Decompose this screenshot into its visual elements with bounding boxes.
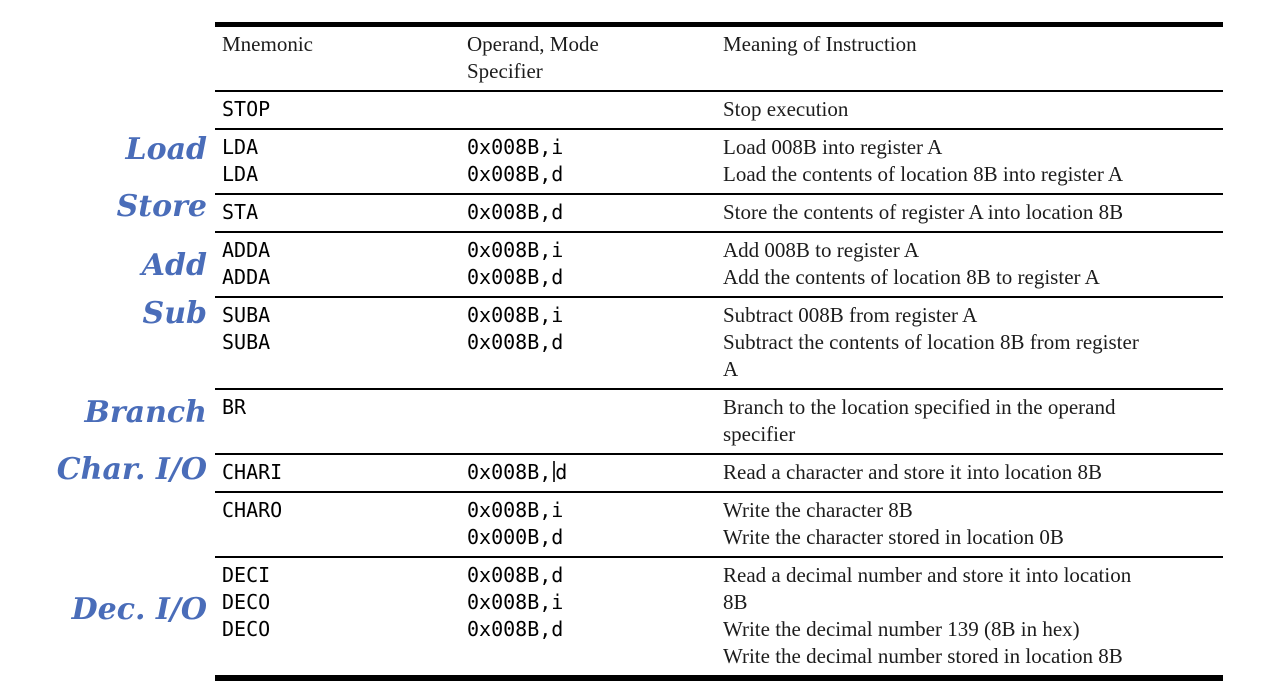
meaning-line: Subtract the contents of location 8B fro…: [723, 330, 1139, 354]
operand-mode-specifier: 0x008B,d: [467, 617, 564, 641]
mnemonic: STOP: [222, 97, 271, 121]
mnemonic-cell: SUBA SUBA: [215, 302, 467, 383]
annotation-load: Load: [125, 132, 207, 167]
meaning-line: A: [723, 357, 739, 381]
table-section-charo: CHARO 0x008B,i 0x000B,d Write the character…: [215, 491, 1223, 556]
operand-mode-specifier: 0x008B,d: [467, 162, 564, 186]
mnemonic: ADDA: [222, 265, 271, 289]
annotation-store: Store: [116, 189, 207, 224]
table-section-lda: LDA LDA 0x008B,i 0x008B,d Load 008B into reg…: [215, 128, 1223, 193]
operand-cell: [467, 394, 723, 448]
meaning-line: Store the contents of register A into lo…: [723, 200, 1124, 224]
mnemonic: SUBA: [222, 330, 271, 354]
annotation-branch: Branch: [84, 395, 208, 430]
meaning-cell: Branch to the location specified in the …: [723, 394, 1223, 448]
mnemonic: DECO: [222, 617, 271, 641]
mnemonic-cell: ADDA ADDA: [215, 237, 467, 291]
table-section-suba: SUBA SUBA 0x008B,i 0x008B,d Subtract 008B fr…: [215, 296, 1223, 388]
instruction-table: Mnemonic Operand, Mode Specifier Meaning…: [215, 22, 1223, 681]
operand-mode-specifier: 0x008B,i: [467, 498, 564, 522]
mnemonic-cell: BR: [215, 394, 467, 448]
table-section-sta: STA 0x008B,d Store the contents of registe…: [215, 193, 1223, 231]
mnemonic-cell: STOP: [215, 96, 467, 123]
operand-mode-specifier: 0x000B,d: [467, 525, 564, 549]
meaning-cell: Add 008B to register A Add the contents o…: [723, 237, 1223, 291]
mnemonic: STA: [222, 200, 259, 224]
annotation-add: Add: [141, 248, 207, 283]
operand-cell: 0x008B,i 0x008B,d: [467, 134, 723, 188]
meaning-cell: Write the character 8B Write the characte…: [723, 497, 1223, 551]
operand-cell: 0x008B,i 0x008B,d: [467, 237, 723, 291]
table-section-chari: CHARI 0x008B,d Read a character and store …: [215, 453, 1223, 491]
col-header-operand: Operand, Mode Specifier: [467, 31, 723, 85]
meaning-line: specifier: [723, 422, 796, 446]
meaning-cell: Read a character and store it into locat…: [723, 459, 1223, 486]
operand-cell: [467, 96, 723, 123]
col-header-mnemonic: Mnemonic: [215, 31, 467, 85]
col-header-mnemonic-label: Mnemonic: [222, 32, 313, 56]
operand-mode-specifier: 0x008B,d: [467, 460, 568, 484]
mnemonic: LDA: [222, 162, 259, 186]
meaning-cell: Stop execution: [723, 96, 1223, 123]
operand-mode-specifier: 0x008B,d: [467, 265, 564, 289]
mnemonic: DECO: [222, 590, 271, 614]
meaning-line: Read a character and store it into locat…: [723, 460, 1103, 484]
meaning-line: Write the character 8B: [723, 498, 913, 522]
table-section-adda: ADDA ADDA 0x008B,i 0x008B,d Add 008B to regi…: [215, 231, 1223, 296]
meaning-line: Read a decimal number and store it into …: [723, 563, 1132, 587]
operand-mode-specifier: 0x008B,i: [467, 238, 564, 262]
operand-cell: 0x008B,d: [467, 459, 723, 486]
table-section-br: BR Branch to the location specified in th…: [215, 388, 1223, 453]
mnemonic: CHARO: [222, 498, 283, 522]
operand-mode-specifier: 0x008B,d: [467, 563, 564, 587]
meaning-line: Branch to the location specified in the …: [723, 395, 1116, 419]
mnemonic: CHARI: [222, 460, 283, 484]
operand-mode-specifier: 0x008B,i: [467, 135, 564, 159]
meaning-line: Add 008B to register A: [723, 238, 919, 262]
mnemonic: ADDA: [222, 238, 271, 262]
table-section-deci: DECI DECO DECO 0x008B,d 0x008B,i 0x008B,d Read…: [215, 556, 1223, 675]
operand-mode-specifier: 0x008B,d: [467, 200, 564, 224]
operand-cell: 0x008B,i 0x000B,d: [467, 497, 723, 551]
meaning-cell: Load 008B into register A Load the conten…: [723, 134, 1223, 188]
operand-cell: 0x008B,d: [467, 199, 723, 226]
operand-mode-specifier: 0x008B,i: [467, 303, 564, 327]
meaning-line: Add the contents of location 8B to regis…: [723, 265, 1100, 289]
mnemonic: SUBA: [222, 303, 271, 327]
col-header-operand-label-line1: Operand, Mode: [467, 32, 599, 56]
meaning-line: Stop execution: [723, 97, 849, 121]
mnemonic-cell: DECI DECO DECO: [215, 562, 467, 670]
operand-cell: 0x008B,i 0x008B,d: [467, 302, 723, 383]
operand-mode-specifier: 0x008B,d: [467, 330, 564, 354]
meaning-line: Load the contents of location 8B into re…: [723, 162, 1124, 186]
annotation-dec-i-o: Dec. I/O: [71, 592, 207, 627]
meaning-line: Write the character stored in location 0…: [723, 525, 1064, 549]
operand-cell: 0x008B,d 0x008B,i 0x008B,d: [467, 562, 723, 670]
annotation-sub: Sub: [142, 296, 207, 331]
mnemonic: LDA: [222, 135, 259, 159]
meaning-line: Load 008B into register A: [723, 135, 943, 159]
operand-mode-specifier: 0x008B,i: [467, 590, 564, 614]
mnemonic: BR: [222, 395, 247, 419]
meaning-line: Write the decimal number stored in locat…: [723, 644, 1123, 668]
mnemonic-cell: CHARO: [215, 497, 467, 551]
table-header-row: Mnemonic Operand, Mode Specifier Meaning…: [215, 27, 1223, 90]
meaning-cell: Store the contents of register A into lo…: [723, 199, 1223, 226]
annotation-char-i-o: Char. I/O: [56, 452, 207, 487]
meaning-cell: Subtract 008B from register A Subtract th…: [723, 302, 1223, 383]
table-section-stop: STOP Stop execution: [215, 90, 1223, 128]
text-caret: [553, 461, 556, 482]
mnemonic-cell: LDA LDA: [215, 134, 467, 188]
meaning-line: Subtract 008B from register A: [723, 303, 978, 327]
meaning-line: Write the decimal number 139 (8B in hex): [723, 617, 1080, 641]
col-header-meaning-label: Meaning of Instruction: [723, 32, 917, 56]
col-header-meaning: Meaning of Instruction: [723, 31, 1223, 85]
col-header-operand-label-line2: Specifier: [467, 59, 543, 83]
mnemonic: DECI: [222, 563, 271, 587]
mnemonic-cell: STA: [215, 199, 467, 226]
meaning-cell: Read a decimal number and store it into …: [723, 562, 1223, 670]
mnemonic-cell: CHARI: [215, 459, 467, 486]
meaning-line: 8B: [723, 590, 748, 614]
